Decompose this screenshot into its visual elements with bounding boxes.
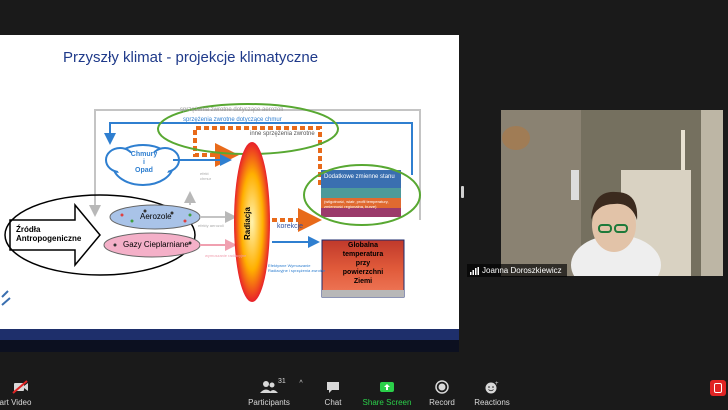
slide-footer-bar bbox=[0, 329, 459, 340]
slide-title: Przyszły klimat - projekcje klimatyczne bbox=[63, 49, 319, 66]
reactions-button[interactable]: + Reactions bbox=[472, 372, 512, 410]
reactions-label: Reactions bbox=[474, 398, 510, 407]
participant-name: Joanna Doroszkiewicz bbox=[482, 266, 562, 275]
reactions-icon: + bbox=[472, 380, 512, 394]
correction-label: korekcje bbox=[277, 223, 304, 230]
panel-resize-handle[interactable] bbox=[461, 186, 464, 198]
feedback-clouds-loop bbox=[104, 122, 413, 175]
radiation-label: Radiacja bbox=[243, 207, 252, 240]
slide-footer-bar-dark bbox=[0, 340, 459, 352]
chevron-up-icon: ^ bbox=[299, 380, 303, 387]
cloud-label: Chmury i Opad bbox=[130, 151, 158, 174]
feedback-clouds-text: sprzężenia zwrotne dotyczące chmur bbox=[183, 117, 282, 123]
sources-ellipse bbox=[4, 194, 196, 276]
extra-vars-sub: (wilgotność, wiatr, profil temperatury, … bbox=[324, 199, 389, 209]
vars-ellipse bbox=[303, 164, 421, 226]
radiative-forcing-text: wymuszanie radiacyjne bbox=[205, 253, 247, 258]
radiation-shape bbox=[234, 142, 270, 302]
extra-vars-label: Dodatkowe zmienne stanu bbox=[324, 174, 395, 180]
start-video-label: Start Video bbox=[0, 398, 32, 407]
participant-video-tile[interactable] bbox=[501, 110, 723, 276]
participant-video-frame bbox=[501, 110, 723, 276]
global-temp-label: Globalna temperatura przy powierzchni Zi… bbox=[342, 242, 384, 285]
meeting-toolbar bbox=[0, 372, 728, 410]
aerosol-to-radiation-text: efekty aerozoli bbox=[198, 223, 224, 228]
start-video-button[interactable]: Start Video bbox=[0, 372, 40, 410]
ghg-label: Gazy Cieplarniane bbox=[123, 240, 189, 249]
chat-label: Chat bbox=[324, 398, 342, 407]
record-button[interactable]: Record bbox=[426, 372, 458, 410]
feedback-other-text: inne sprzężenia zwrotne bbox=[250, 131, 315, 137]
record-icon bbox=[426, 380, 458, 394]
participants-count: 31 bbox=[278, 378, 286, 385]
share-screen-label: Share Screen bbox=[362, 398, 412, 407]
chat-button[interactable]: Chat bbox=[318, 372, 348, 410]
climate-diagram bbox=[1, 103, 421, 306]
leave-button[interactable] bbox=[710, 380, 726, 396]
participants-chevron-button[interactable]: ^ bbox=[296, 372, 306, 410]
sources-label: Źródła Antropogeniczne bbox=[16, 225, 82, 243]
svg-text:+: + bbox=[495, 381, 499, 387]
share-screen-icon bbox=[362, 380, 412, 394]
participant-name-tag: Joanna Doroszkiewicz bbox=[467, 264, 567, 277]
aerosol-label: Aerozole bbox=[140, 212, 172, 221]
feedback-aerosol-text: sprzężenia zwrotne dotyczące aerozoli bbox=[180, 107, 284, 113]
participants-label: Participants bbox=[248, 398, 290, 407]
cloud-to-radiation-text: efekt chmur bbox=[200, 171, 212, 181]
cloud-shape bbox=[105, 144, 180, 186]
leave-icon bbox=[714, 383, 722, 393]
video-off-icon bbox=[0, 380, 40, 394]
sources-arrow-shape bbox=[9, 202, 101, 268]
signal-icon bbox=[470, 266, 479, 275]
effective-forcing-text: Efektywne Wymuszanie Radiacyjne i sprzęż… bbox=[268, 263, 326, 273]
share-screen-button[interactable]: Share Screen bbox=[362, 372, 412, 410]
global-temp-box bbox=[321, 239, 405, 298]
record-label: Record bbox=[429, 398, 455, 407]
feedback-aerosol-loop bbox=[89, 109, 421, 220]
shared-screen: Przyszły klimat - projekcje klimatyczne bbox=[0, 35, 459, 352]
participants-button[interactable]: 31 Participants bbox=[242, 372, 296, 410]
ghg-blob bbox=[103, 232, 201, 258]
chat-icon bbox=[318, 380, 348, 394]
slide-logo-icon bbox=[1, 290, 11, 306]
participants-icon: 31 bbox=[242, 378, 296, 394]
